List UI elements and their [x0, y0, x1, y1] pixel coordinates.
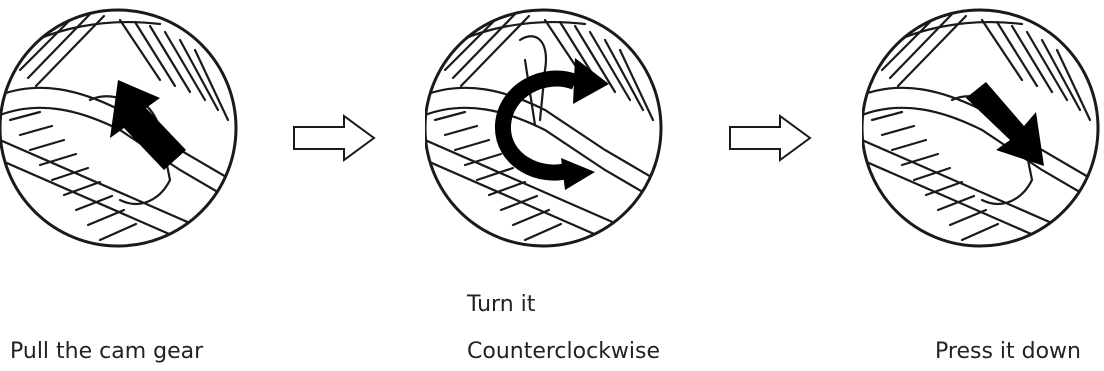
step-2-caption: Turn it Counterclockwise	[467, 294, 660, 363]
cam-gear-illustration-3	[862, 8, 1100, 248]
outline-arrow-right-icon	[729, 114, 812, 162]
caption-line: Counterclockwise	[467, 339, 661, 364]
bold-arrow-up-left-icon	[110, 80, 186, 170]
step-1-figure	[0, 0, 240, 260]
step-2-figure	[425, 0, 665, 260]
curved-counterclockwise-arrow-icon	[495, 58, 609, 190]
step-3-caption: Press it down	[935, 341, 1081, 363]
bold-arrow-down-right-icon	[966, 82, 1044, 166]
buckle-slots	[433, 110, 563, 242]
transition-arrow-2	[728, 113, 814, 167]
caption-line: Press it down	[935, 339, 1081, 364]
step-1-caption: Pull the cam gear	[10, 341, 203, 363]
outline-arrow-right-icon	[293, 114, 376, 162]
cam-gear-outline	[518, 35, 548, 122]
caption-line: Pull the cam gear	[10, 339, 204, 364]
step-3-figure	[862, 0, 1102, 260]
cam-gear-illustration-2	[425, 8, 663, 248]
buckle-slots	[8, 110, 138, 242]
transition-arrow-1	[292, 113, 378, 167]
buckle-slots	[870, 110, 1000, 242]
caption-line: Turn it	[467, 292, 536, 317]
cam-gear-illustration-1	[0, 8, 238, 248]
